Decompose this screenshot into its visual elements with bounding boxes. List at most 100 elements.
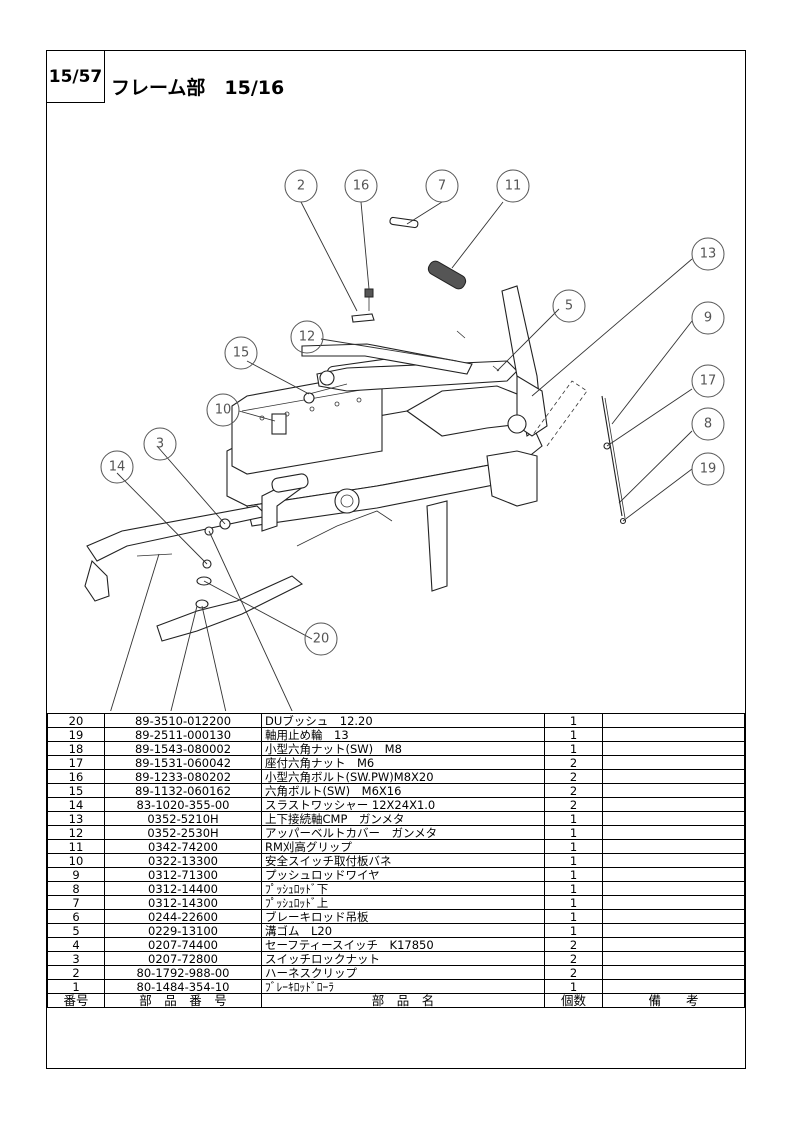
svg-text:12: 12 [299, 330, 316, 345]
part-name: アッパーベルトカバー ガンメタ [261, 825, 545, 840]
part-number: 89-1132-060162 [104, 783, 262, 798]
part-no: 11 [47, 839, 105, 854]
callout-8: 8 [691, 407, 725, 441]
part-name: 六角ボルト(SW) M6X16 [261, 783, 545, 798]
part-remarks [602, 713, 745, 728]
part-qty: 1 [544, 909, 603, 924]
part-qty: 2 [544, 951, 603, 966]
part-qty: 1 [544, 713, 603, 728]
part-number: 0312-71300 [104, 867, 262, 882]
part-number: 0229-13100 [104, 923, 262, 938]
callout-5: 5 [552, 289, 586, 323]
part-remarks [602, 979, 745, 994]
part-name: ブレーキロッド吊板 [261, 909, 545, 924]
part-qty: 2 [544, 937, 603, 952]
part-no: 10 [47, 853, 105, 868]
part-remarks [602, 825, 745, 840]
svg-text:13: 13 [700, 247, 717, 262]
svg-text:17: 17 [700, 374, 717, 389]
callout-15: 15 [224, 336, 258, 370]
svg-text:8: 8 [704, 417, 712, 432]
part-name: スイッチロックナット [261, 951, 545, 966]
part-no: 3 [47, 951, 105, 966]
part-number: 89-2511-000130 [104, 727, 262, 742]
svg-text:3: 3 [156, 437, 164, 452]
part-no: 8 [47, 881, 105, 896]
svg-text:2: 2 [297, 179, 305, 194]
callout-14: 14 [100, 450, 134, 484]
leader-lines [110, 201, 693, 711]
part-name: 座付六角ナット M6 [261, 755, 545, 770]
parts-table-header: 番号 部 品 番 号 部 品 名 個数 備 考 [47, 993, 745, 1008]
callout-17: 17 [691, 364, 725, 398]
part-qty: 2 [544, 783, 603, 798]
part-name: ﾌﾞﾚｰｷﾛｯﾄﾞﾛｰﾗ [261, 979, 545, 994]
part-remarks [602, 741, 745, 756]
part-qty: 1 [544, 881, 603, 896]
svg-text:10: 10 [215, 403, 232, 418]
part-no: 18 [47, 741, 105, 756]
svg-text:15: 15 [233, 346, 250, 361]
part-no: 17 [47, 755, 105, 770]
part-qty: 1 [544, 923, 603, 938]
part-remarks [602, 727, 745, 742]
part-qty: 1 [544, 839, 603, 854]
callout-2: 2 [284, 169, 318, 203]
part-number: 0312-14400 [104, 881, 262, 896]
header-no: 番号 [47, 993, 105, 1008]
callout-16: 16 [344, 169, 378, 203]
part-number: 89-3510-012200 [104, 713, 262, 728]
part-remarks [602, 867, 745, 882]
part-qty: 1 [544, 853, 603, 868]
page-title: フレーム部 15/16 [111, 77, 285, 99]
part-name: 軸用止め輪 13 [261, 727, 545, 742]
svg-text:5: 5 [565, 299, 573, 314]
part-remarks [602, 881, 745, 896]
part-no: 1 [47, 979, 105, 994]
part-remarks [602, 783, 745, 798]
callout-20: 20 [304, 622, 338, 656]
callout-3: 3 [143, 427, 177, 461]
part-remarks [602, 895, 745, 910]
part-number: 89-1531-060042 [104, 755, 262, 770]
exploded-parts-diagram: 2 16 7 11 13 5 9 12 15 17 10 8 3 19 14 2… [84, 169, 725, 711]
part-no: 13 [47, 811, 105, 826]
part-no: 12 [47, 825, 105, 840]
part-name: 溝ゴム L20 [261, 923, 545, 938]
svg-text:9: 9 [704, 311, 712, 326]
part-remarks [602, 755, 745, 770]
callout-11: 11 [496, 169, 530, 203]
header-name: 部 品 名 [261, 993, 545, 1008]
part-remarks [602, 769, 745, 784]
svg-text:20: 20 [313, 632, 330, 647]
part-name: スラストワッシャー 12X24X1.0 [261, 797, 545, 812]
part-no: 20 [47, 713, 105, 728]
part-name: ﾌﾟｯｼｭﾛｯﾄﾞ下 [261, 881, 545, 896]
part-name: プッシュロッドワイヤ [261, 867, 545, 882]
part-number: 0322-13300 [104, 853, 262, 868]
part-remarks [602, 951, 745, 966]
part-qty: 1 [544, 741, 603, 756]
svg-text:7: 7 [438, 179, 446, 194]
page-frame: 15/57 フレーム部 15/16 [46, 50, 746, 1069]
header-part-number: 部 品 番 号 [104, 993, 262, 1008]
part-qty: 2 [544, 755, 603, 770]
svg-text:14: 14 [109, 460, 126, 475]
part-number: 0352-2530H [104, 825, 262, 840]
part-no: 19 [47, 727, 105, 742]
header-qty: 個数 [544, 993, 603, 1008]
part-number: 80-1484-354-10 [104, 979, 262, 994]
part-remarks [602, 811, 745, 826]
